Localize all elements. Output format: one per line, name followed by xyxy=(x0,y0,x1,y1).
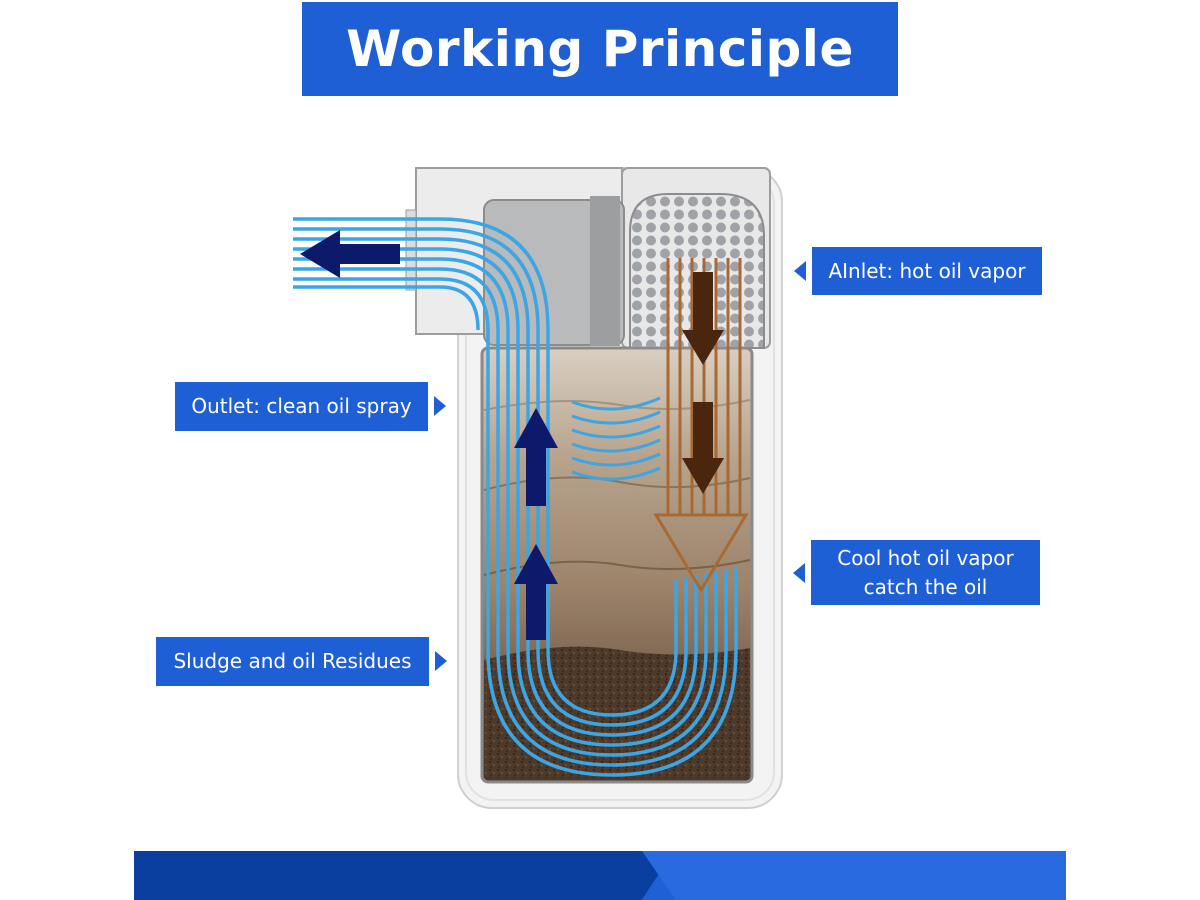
inlet-callout-text: AInlet: hot oil vapor xyxy=(828,258,1026,283)
up-arrow-icon xyxy=(514,544,558,640)
up-arrow-icon xyxy=(514,408,558,506)
outlet-callout-text: Outlet: clean oil spray xyxy=(191,394,412,418)
inlet-callout: AInlet: hot oil vapor xyxy=(812,247,1042,295)
footer-dark-stripe xyxy=(134,851,674,900)
page-title: Working Principle xyxy=(346,20,854,78)
sludge-pointer-icon xyxy=(435,651,447,671)
cool-vapor-line-1: Cool hot oil vapor xyxy=(837,545,1014,570)
footer-bright-stripe xyxy=(642,851,1066,900)
cool-vapor-callout: Cool hot oil vapor catch the oil xyxy=(811,540,1040,605)
outlet-pointer-icon xyxy=(434,396,446,416)
sludge-callout-text: Sludge and oil Residues xyxy=(173,649,412,673)
inlet-pointer-icon xyxy=(794,261,806,281)
cool-vapor-pointer-icon xyxy=(793,563,805,583)
clean-oil-flow xyxy=(293,217,738,777)
sludge-callout: Sludge and oil Residues xyxy=(156,637,429,686)
vapor-arrow-down-icon xyxy=(682,272,724,365)
clean-arrows xyxy=(300,230,558,640)
title-banner: Working Principle xyxy=(302,2,898,96)
cool-vapor-line-2: catch the oil xyxy=(863,574,988,599)
outlet-arrow-left-icon xyxy=(300,230,400,278)
footer-band xyxy=(134,851,1066,900)
vapor-arrows xyxy=(682,272,724,494)
outlet-callout: Outlet: clean oil spray xyxy=(175,382,428,431)
vapor-arrow-down-icon xyxy=(682,402,724,494)
spray-lines xyxy=(571,396,661,481)
